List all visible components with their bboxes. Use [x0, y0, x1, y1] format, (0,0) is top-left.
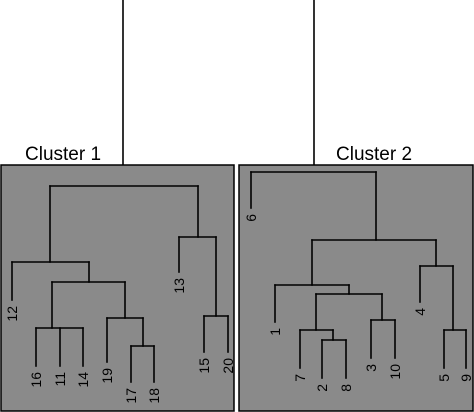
leaf-label: 9	[458, 374, 474, 382]
leaf-label: 7	[292, 374, 308, 382]
leaf-label: 14	[75, 372, 91, 388]
leaf-label: 1	[267, 328, 283, 336]
leaf-label: 11	[52, 372, 68, 387]
cluster-1-panel: 12 16 11 14 19 17 18 13 15 20	[0, 164, 236, 412]
leaf-label: 4	[412, 308, 428, 316]
leaf-label: 19	[99, 368, 115, 384]
leaf-label: 3	[363, 364, 379, 372]
leaf-label: 10	[387, 364, 403, 380]
cluster-1-background	[0, 164, 235, 412]
leaf-label: 18	[146, 388, 162, 404]
leaf-label: 8	[338, 384, 354, 392]
cluster-2-background	[238, 164, 474, 412]
leaf-label: 13	[171, 278, 187, 294]
leaf-label: 16	[28, 372, 44, 388]
leaf-label: 20	[220, 358, 236, 374]
cluster-2-title: Cluster 2	[336, 144, 412, 165]
leaf-label: 12	[4, 306, 20, 322]
leaf-label: 2	[314, 384, 330, 392]
leaf-label: 17	[123, 388, 139, 404]
leaf-label: 5	[436, 374, 452, 382]
cluster-1-title: Cluster 1	[25, 144, 101, 165]
leaf-label: 15	[196, 358, 212, 374]
cluster-2-panel: 6 1 7 2 8 3 10 4 5 9	[238, 164, 474, 412]
leaf-label: 6	[243, 214, 259, 222]
